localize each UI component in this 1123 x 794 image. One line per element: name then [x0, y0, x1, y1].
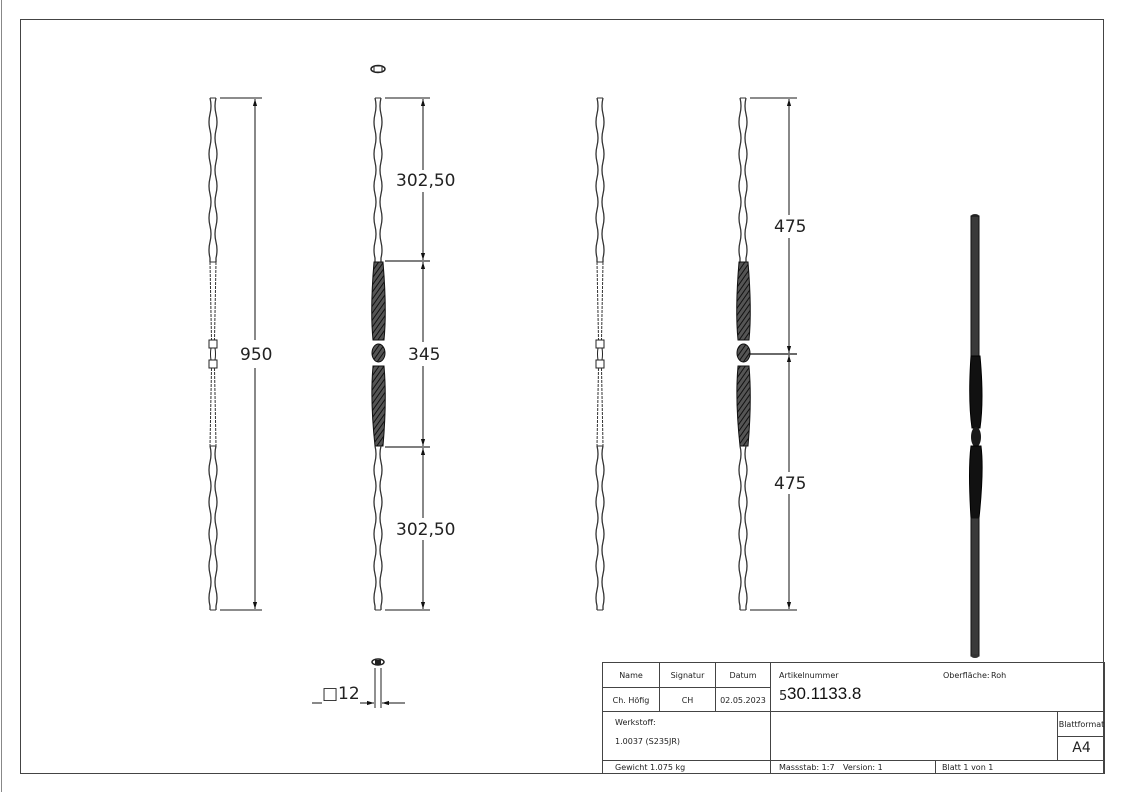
side-view-sectioned: [370, 64, 430, 611]
article-number: 30.1133.8: [787, 684, 862, 703]
name-cell: Ch. Höfig: [603, 688, 660, 712]
side-view-plain: [595, 97, 605, 611]
signature-value: CH: [681, 696, 694, 705]
surface-value: Roh: [991, 671, 1007, 680]
dimension-bottom: 302,50: [396, 520, 456, 540]
dimension-overall: 950: [240, 345, 273, 365]
date-cell: 02.05.2023: [716, 688, 771, 712]
title-block: Name Signatur Datum Ch. Höfig CH 02.05.2…: [602, 662, 1105, 774]
sheet-format-label: Blattformat: [1058, 720, 1105, 729]
date-value: 02.05.2023: [720, 696, 766, 705]
scale: Massstab: 1:7: [779, 763, 835, 772]
material-value: 1.0037 (S235JR): [615, 737, 681, 746]
header-name: Name: [619, 671, 643, 680]
header-date-cell: Datum: [716, 663, 771, 688]
side-view-half: [736, 97, 797, 611]
weight-cell: Gewicht 1.075 kg: [603, 761, 771, 774]
signature-cell: CH: [660, 688, 716, 712]
dimension-middle: 345: [408, 345, 441, 365]
material-label: Werkstoff:: [615, 718, 656, 727]
version: Version: 1: [843, 763, 883, 772]
material-cell: Werkstoff: 1.0037 (S235JR): [603, 712, 771, 761]
article-cell: Artikelnummer 5 30.1133.8 Oberfläche: Ro…: [771, 663, 1105, 712]
isometric-view: [969, 214, 983, 658]
author-name: Ch. Höfig: [612, 696, 650, 705]
header-name-cell: Name: [603, 663, 660, 688]
article-number-prefix: 5: [779, 689, 788, 704]
sheet-count: Blatt 1 von 1: [942, 763, 994, 772]
article-number-label: Artikelnummer: [779, 671, 839, 680]
description-cell: [771, 712, 1058, 761]
sheet-format-value-cell: A4: [1058, 737, 1105, 761]
sheet-format-value: A4: [1072, 740, 1091, 756]
dimension-upper-half: 475: [774, 217, 807, 237]
dimension-lower-half: 475: [774, 474, 807, 494]
header-signature-cell: Signatur: [660, 663, 716, 688]
weight: Gewicht 1.075 kg: [615, 763, 686, 772]
scale-cell: Massstab: 1:7 Version: 1: [771, 761, 936, 774]
dimension-top: 302,50: [396, 171, 456, 191]
sheet-format-label-cell: Blattformat: [1058, 712, 1105, 737]
header-date: Datum: [729, 671, 757, 680]
sheet-count-cell: Blatt 1 von 1: [936, 761, 1105, 774]
front-view: [208, 97, 262, 611]
surface-label: Oberfläche:: [943, 671, 990, 680]
drawing-frame: [20, 19, 1104, 774]
header-signature: Signatur: [670, 671, 705, 680]
dimension-section-size: □12: [322, 684, 360, 704]
